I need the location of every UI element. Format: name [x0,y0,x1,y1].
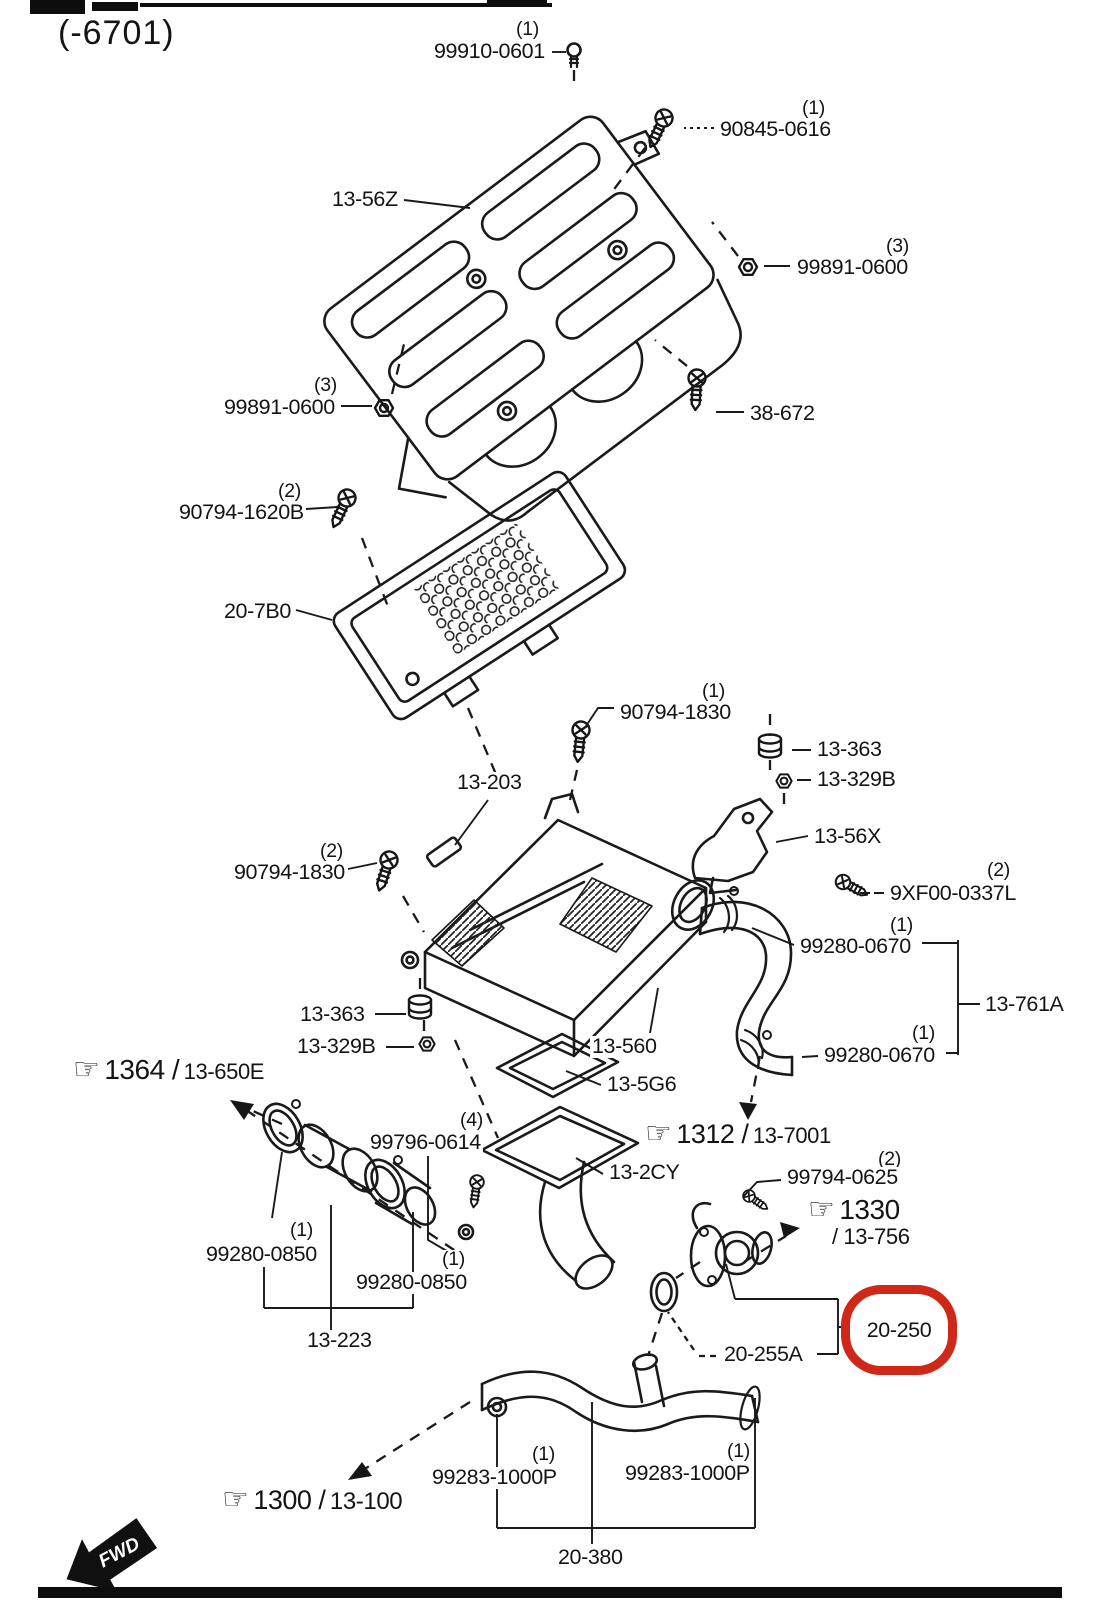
air-cleaner-cover-art [332,470,627,721]
part-label-13-5g6: 13-5G6 [605,1072,679,1096]
qty-90794-1830-a: (1) [700,680,727,702]
qty-99891-0600-l: (3) [312,374,339,396]
assembly-1330: ☞ 1330 / 13-756 [808,1193,910,1249]
qty-99280-0670-a: (1) [888,914,915,936]
part-label-90794-1620b: 90794-1620B [177,500,306,524]
assembly-name-13-650e: 13-650E [183,1059,265,1084]
part-label-99280-0850-b: 99280-0850 [354,1270,469,1294]
part-label-13-363-r: 13-363 [815,737,884,761]
qty-99910-0601: (1) [514,18,541,40]
part-label-99280-0850-a: 99280-0850 [204,1242,319,1266]
assembly-name-13-756: / 13-756 [832,1224,910,1249]
assembly-ref-1300: 1300 / [253,1485,326,1515]
pointing-hand-icon: ☞ [222,1483,249,1516]
part-label-99280-0670-a: 99280-0670 [798,934,913,958]
part-label-20-250: 20-250 [866,1317,932,1342]
part-label-20-380: 20-380 [556,1545,625,1569]
pointing-hand-icon: ☞ [645,1117,672,1150]
part-label-13-560: 13-560 [590,1034,659,1058]
part-label-13-329b-r: 13-329B [815,767,898,791]
part-label-13-56x: 13-56X [812,824,883,848]
scan-border-bottom [38,1587,1062,1598]
assembly-axes [243,70,787,1473]
assembly-ref-1312: 1312 / [676,1119,749,1149]
part-label-38-672: 38-672 [748,401,817,425]
scan-border-top-2 [92,2,138,11]
pointing-hand-icon: ☞ [73,1053,100,1086]
shield-cover-art [323,115,742,522]
assembly-name-13-100: 13-100 [329,1488,403,1515]
duct-art [480,1032,640,1290]
part-label-90845-0616: 90845-0616 [718,117,833,141]
assembly-ref-1364: 1364 / [104,1054,180,1085]
part-label-99891-0600-l: 99891-0600 [222,395,337,419]
part-label-13-223: 13-223 [305,1328,374,1352]
scan-border-top-3 [140,3,552,7]
part-label-99796-0614: 99796-0614 [368,1130,483,1154]
bracket-art [691,797,774,895]
scan-border-top-4 [487,0,547,7]
part-label-99891-0600-r: 99891-0600 [795,255,910,279]
page-code: (-6701) [56,14,177,52]
assembly-ref-1330: 1330 [839,1194,900,1225]
highlight-ring-20-250: 20-250 [841,1285,957,1375]
qty-99283-1000p-b: (1) [725,1440,752,1462]
qty-90794-1620b: (2) [276,480,303,502]
part-label-13-363-l: 13-363 [298,1002,367,1026]
housing-art [400,792,716,1058]
qty-99280-0670-b: (1) [910,1022,937,1044]
part-label-99283-1000p-b: 99283-1000P [623,1461,752,1485]
qty-9xf00-0337l: (2) [985,859,1012,881]
part-label-99794-0625: 99794-0625 [785,1165,900,1189]
assembly-1300: ☞ 1300 / 13-100 [222,1483,403,1516]
intake-tube-art [262,1099,437,1226]
arrowheads [230,1100,800,1480]
hose-13761a-art [698,886,794,1077]
pointing-hand-icon: ☞ [808,1193,835,1226]
part-label-90794-1830-a: 90794-1830 [618,700,733,724]
part-label-13-203: 13-203 [455,770,524,794]
part-label-99910-0601: 99910-0601 [432,39,547,63]
qty-99796-0614: (4) [458,1109,485,1131]
qty-99891-0600-r: (3) [884,235,911,257]
valve-art [649,1201,773,1313]
qty-99280-0850-a: (1) [288,1219,315,1241]
assembly-1312: ☞ 1312 / 13-7001 [645,1117,831,1150]
part-label-13-761a: 13-761A [983,992,1066,1016]
part-label-13-56z: 13-56Z [330,187,400,211]
part-label-13-2cy: 13-2CY [607,1160,682,1184]
part-label-99283-1000p-a: 99283-1000P [430,1465,559,1489]
part-label-99280-0670-b: 99280-0670 [822,1043,937,1067]
qty-90845-0616: (1) [800,97,827,119]
qty-99280-0850-b: (1) [440,1248,467,1270]
assembly-name-13-7001: 13-7001 [752,1123,831,1148]
qty-99794-0625: (2) [876,1148,903,1170]
qty-99283-1000p-a: (1) [530,1443,557,1465]
part-label-20-7b0: 20-7B0 [222,599,293,623]
scan-border-top [30,0,85,14]
part-label-20-255a: 20-255A [722,1342,805,1366]
assembly-1364: ☞ 1364 / 13-650E [73,1053,265,1086]
qty-90794-1830-b: (2) [318,840,345,862]
part-label-9xf00-0337l: 9XF00-0337L [888,881,1018,905]
part-label-90794-1830-b: 90794-1830 [232,860,347,884]
part-label-13-329b-l: 13-329B [295,1034,378,1058]
